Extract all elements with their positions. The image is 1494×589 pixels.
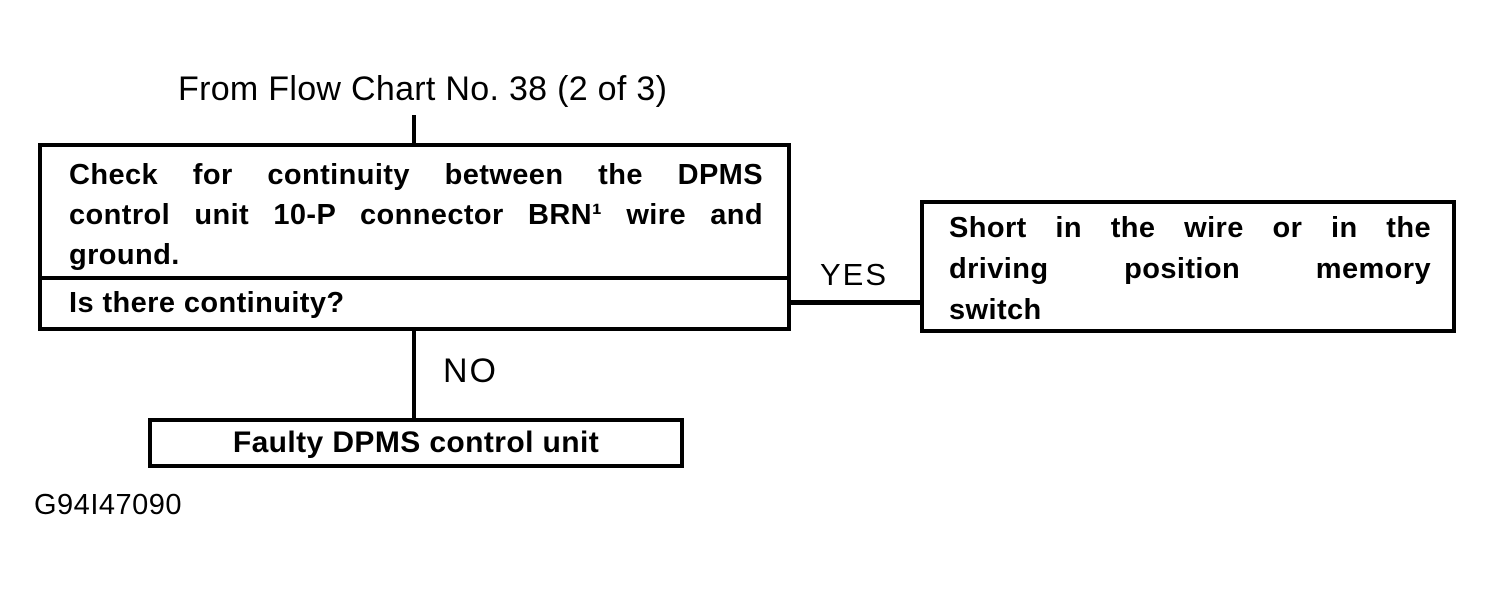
instruction-line: control unit 10-P connector BRN¹ wire an…: [69, 199, 763, 231]
yes-result-box: Short in the wire or in the driving posi…: [920, 200, 1456, 333]
figure-id-label: G94I47090: [34, 489, 183, 521]
yes-label: YES: [820, 257, 889, 292]
no-result-box: Faulty DPMS control unit: [148, 418, 684, 468]
question-text: Is there continuity?: [42, 276, 787, 327]
yes-connector-line: [789, 300, 921, 305]
yes-result-line: driving position memory: [949, 253, 1431, 285]
instruction-line: ground.: [69, 239, 180, 271]
no-label: NO: [443, 352, 498, 390]
no-result-label: Faulty DPMS control unit: [232, 426, 600, 459]
instruction-text: Check for continuity between the DPMS co…: [42, 147, 787, 276]
instruction-line: Check for continuity between the DPMS: [69, 159, 763, 191]
yes-result-line: Short in the wire or in the: [949, 212, 1431, 244]
connector-line-from-source: [412, 115, 416, 144]
yes-result-line: switch: [949, 294, 1042, 326]
no-connector-line: [412, 329, 416, 419]
source-reference-label: From Flow Chart No. 38 (2 of 3): [178, 70, 668, 108]
process-box: Check for continuity between the DPMS co…: [38, 143, 791, 331]
